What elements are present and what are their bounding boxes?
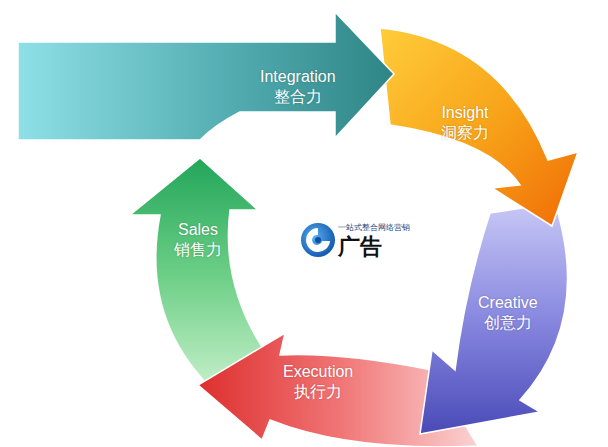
- arrow-label: 洞察力: [441, 123, 489, 143]
- arrow-label: Execution: [283, 362, 353, 382]
- arrow-label: Sales: [174, 220, 222, 240]
- arrow-label: Integration: [260, 67, 336, 87]
- arrow-label: 创意力: [478, 313, 538, 333]
- logo-wordmark: 广告: [338, 235, 382, 259]
- cycle-arrow: Sales销售力: [174, 220, 222, 260]
- cycle-arrow: Integration整合力: [260, 67, 336, 107]
- arrow-label: 执行力: [283, 382, 353, 402]
- integration-arrow-shape: [18, 12, 394, 140]
- cycle-arrow: Creative创意力: [478, 293, 538, 333]
- arrow-label: Creative: [478, 293, 538, 313]
- logo-slogan: 一站式整合网络营销: [338, 224, 410, 233]
- cycle-arrow: Insight洞察力: [441, 103, 489, 143]
- insight-arrow-shape: [380, 28, 578, 226]
- arrow-label: 整合力: [260, 87, 336, 107]
- cycle-arrow: Execution执行力: [283, 362, 353, 402]
- arrow-label: Insight: [441, 103, 489, 123]
- arrow-label: 销售力: [174, 240, 222, 260]
- creative-arrow-shape: [420, 203, 568, 434]
- logo-icon: [301, 223, 335, 257]
